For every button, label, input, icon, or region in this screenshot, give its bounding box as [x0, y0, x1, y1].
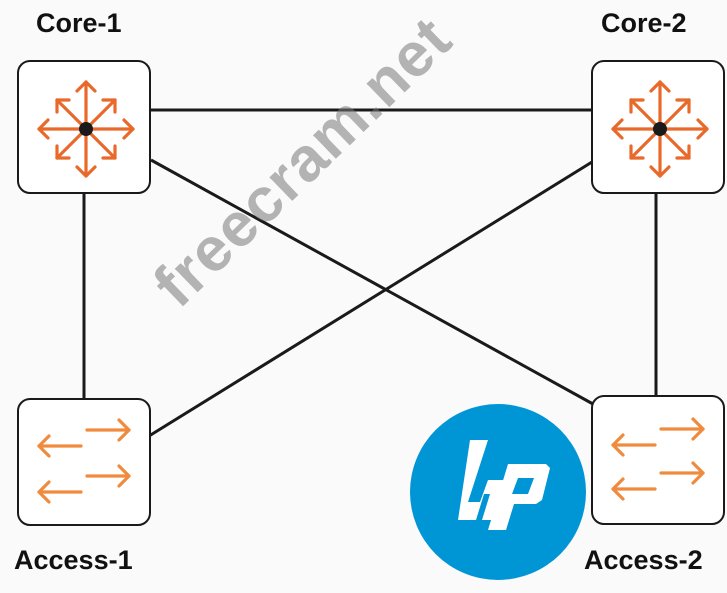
hp-logo	[410, 404, 586, 580]
link-core2-access1	[148, 160, 593, 438]
access-1-label: Access-1	[14, 545, 133, 575]
core-2-label: Core-2	[601, 8, 687, 38]
access-2-label: Access-2	[584, 545, 703, 575]
access-2-device[interactable]	[591, 395, 725, 525]
router-icon	[611, 80, 709, 178]
core-1-device[interactable]	[17, 60, 151, 194]
access-1-device[interactable]	[17, 398, 151, 526]
link-core1-access2	[150, 158, 594, 406]
switch-icon	[37, 418, 131, 504]
core-1-label: Core-1	[36, 8, 122, 38]
router-icon	[37, 80, 135, 178]
switch-icon	[611, 417, 705, 501]
core-2-device[interactable]	[591, 60, 725, 194]
